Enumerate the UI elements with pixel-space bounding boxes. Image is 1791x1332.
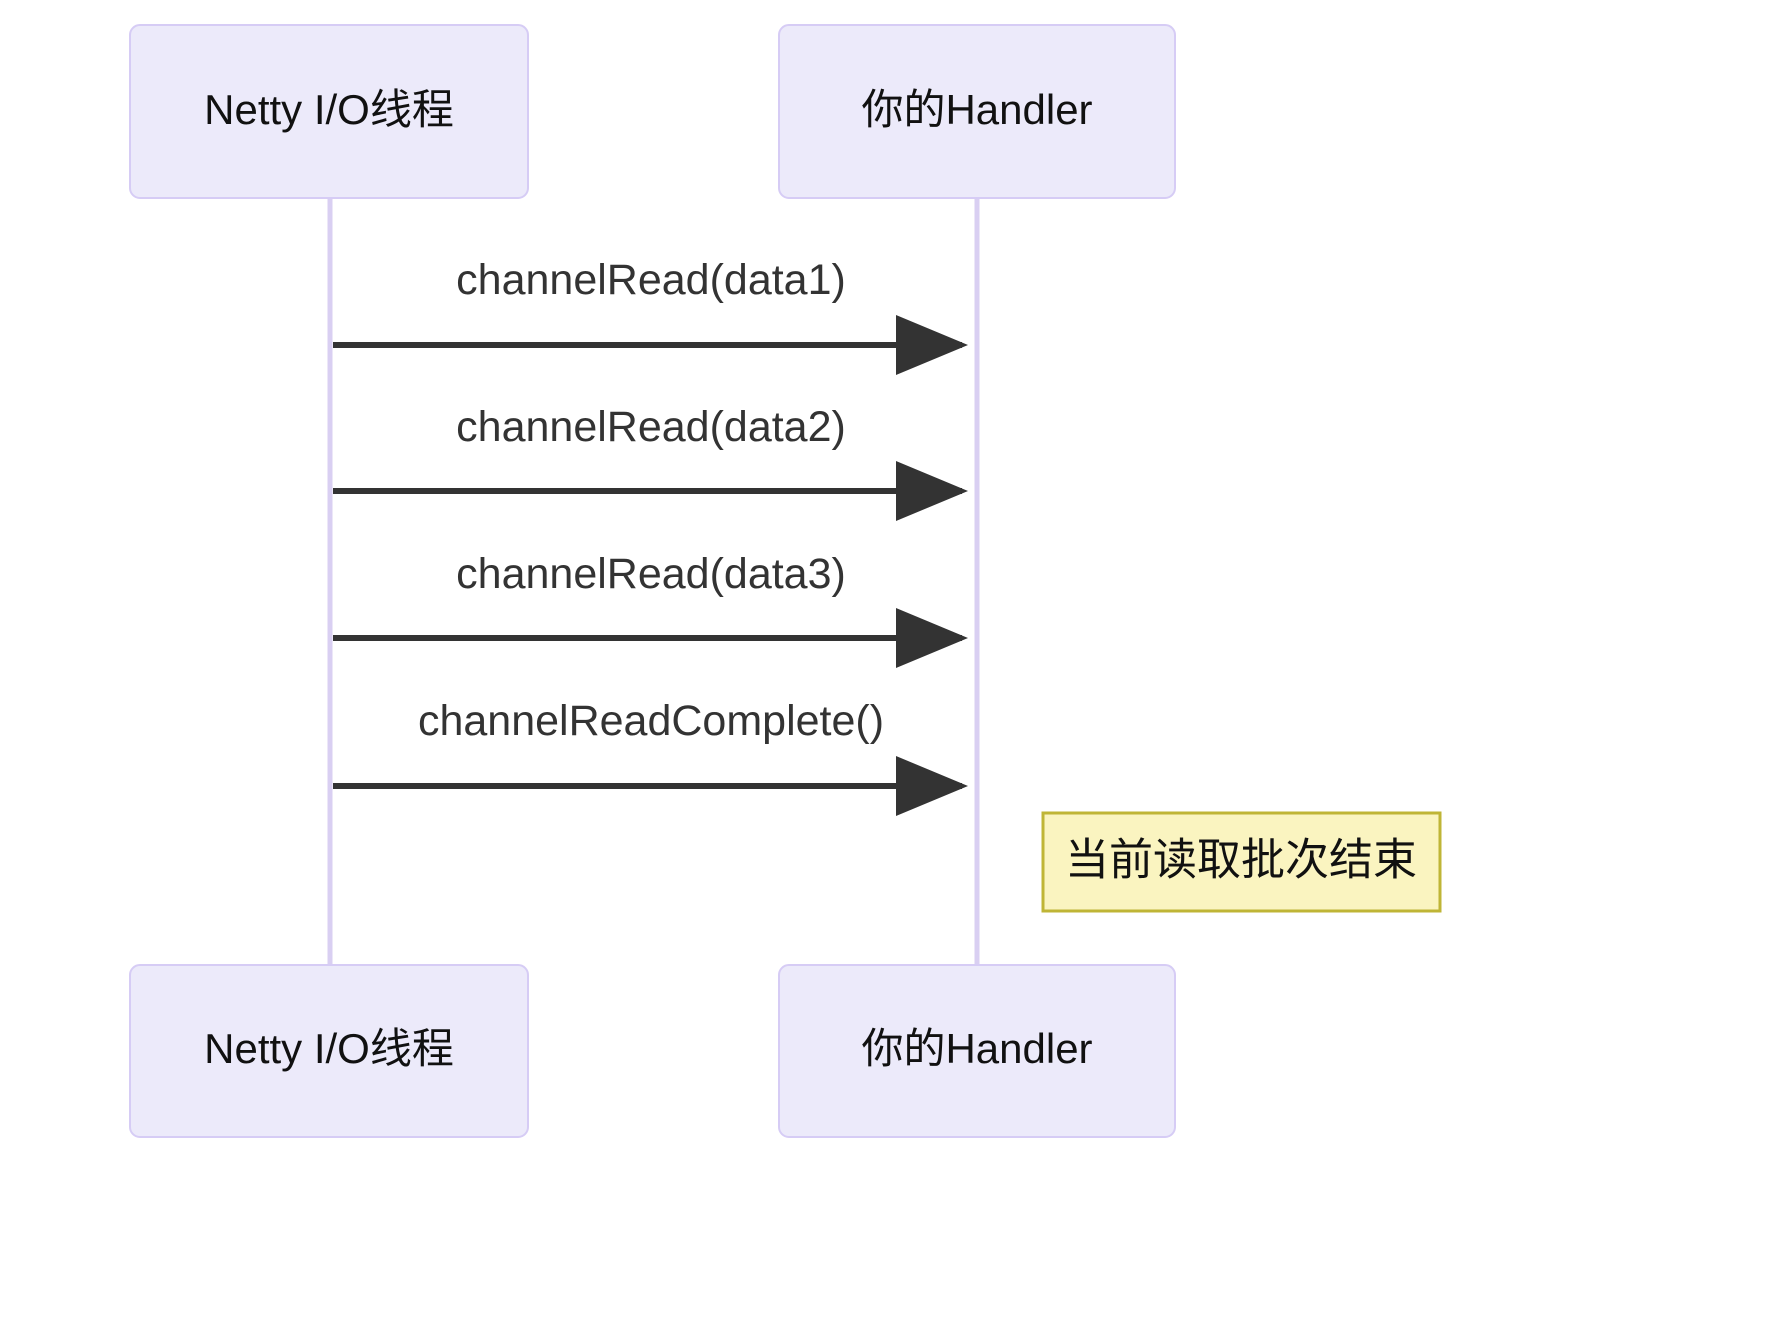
participant-label-netty-io-thread-top: Netty I/O线程	[204, 86, 454, 133]
participant-label-your-handler-top: 你的Handler	[861, 86, 1092, 133]
participant-label-netty-io-thread-bottom: Netty I/O线程	[204, 1025, 454, 1072]
participant-box-your-handler-top[interactable]	[778, 24, 1176, 199]
message-label-1: channelRead(data1)	[456, 256, 846, 304]
note-label-batch-end: 当前读取批次结束	[1065, 836, 1417, 885]
message-label-4: channelReadComplete()	[418, 697, 884, 745]
participant-box-netty-io-thread-top[interactable]	[129, 24, 529, 199]
participant-box-netty-io-thread-bottom[interactable]	[129, 964, 529, 1138]
participant-label-your-handler-bottom: 你的Handler	[861, 1025, 1092, 1072]
message-label-3: channelRead(data3)	[456, 550, 846, 598]
participant-box-your-handler-bottom[interactable]	[778, 964, 1176, 1138]
note-box-batch-end[interactable]	[1041, 811, 1442, 913]
message-label-2: channelRead(data2)	[456, 403, 846, 451]
